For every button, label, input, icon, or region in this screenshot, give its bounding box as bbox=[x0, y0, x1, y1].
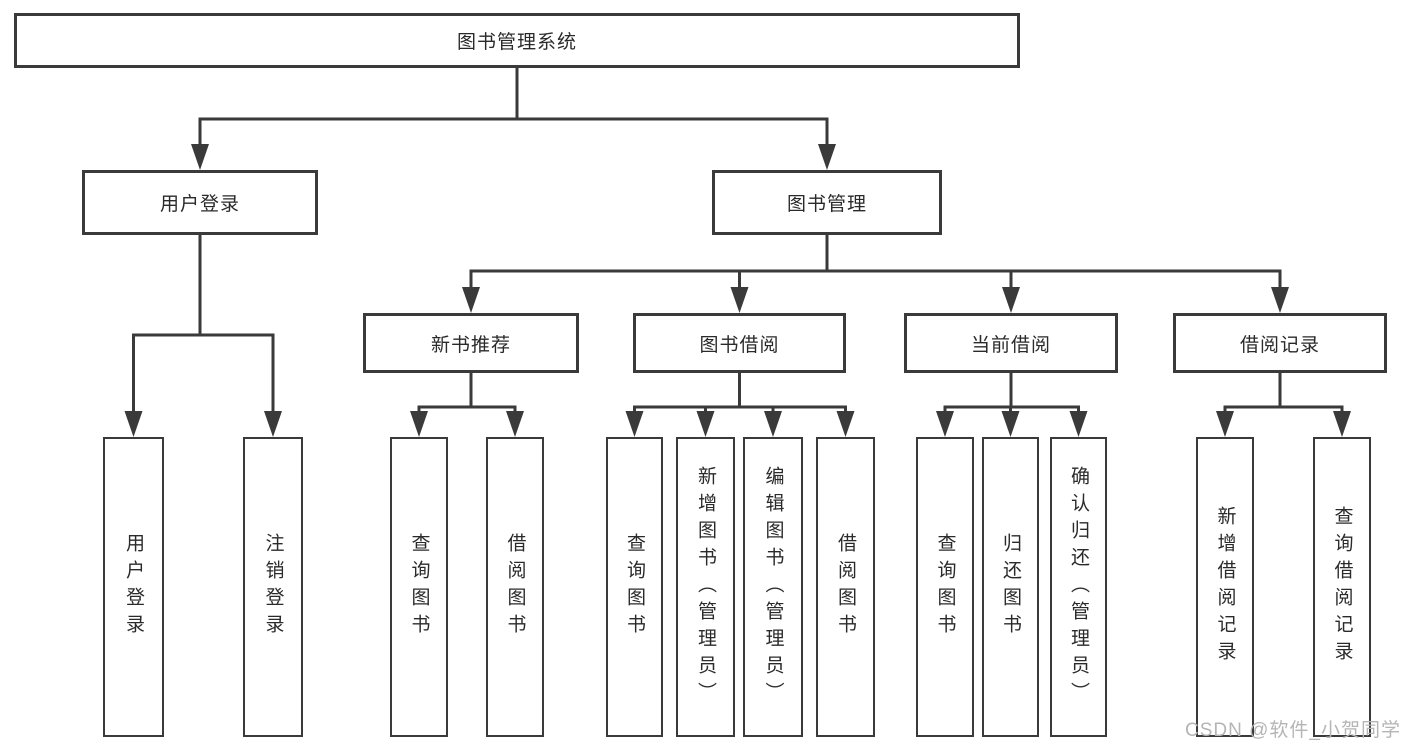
node-label: 归还图书 bbox=[1000, 533, 1021, 641]
node-leaf-logout: 注销登录 bbox=[243, 437, 303, 737]
node-borrow-record: 借阅记录 bbox=[1173, 313, 1387, 373]
node-label: 借阅图书 bbox=[835, 533, 856, 641]
node-label: 新增借阅记录 bbox=[1214, 506, 1236, 668]
node-label: 图书借阅 bbox=[699, 334, 780, 356]
node-leaf-add-borrow-record: 新增借阅记录 bbox=[1196, 437, 1254, 737]
watermark: CSDN @软件_小贺同学 bbox=[1185, 720, 1401, 741]
node-label: 借阅记录 bbox=[1239, 334, 1320, 356]
node-label: 用户登录 bbox=[123, 533, 144, 641]
node-label: 新书推荐 bbox=[430, 334, 511, 356]
node-label: 注销登录 bbox=[262, 533, 284, 641]
node-leaf-add-book: 新增图书（管理员） bbox=[676, 437, 735, 737]
node-leaf-borrow-book-2: 借阅图书 bbox=[816, 437, 875, 737]
node-label: 图书管理系统 bbox=[456, 32, 577, 53]
node-label: 用户登录 bbox=[159, 194, 240, 215]
node-leaf-user-login: 用户登录 bbox=[103, 437, 164, 737]
node-label: 查询借阅记录 bbox=[1331, 506, 1353, 668]
node-book-borrow: 图书借阅 bbox=[633, 313, 846, 373]
node-label: 查询图书 bbox=[934, 533, 956, 641]
node-label: 图书管理 bbox=[786, 194, 867, 215]
node-current-borrow: 当前借阅 bbox=[904, 313, 1118, 373]
node-leaf-query-book-3: 查询图书 bbox=[916, 437, 974, 737]
node-label: 借阅图书 bbox=[504, 533, 526, 641]
node-leaf-borrow-book-1: 借阅图书 bbox=[486, 437, 544, 737]
node-user-login: 用户登录 bbox=[82, 170, 318, 235]
node-leaf-query-borrow-record: 查询借阅记录 bbox=[1313, 437, 1371, 737]
node-label: 编辑图书（管理员） bbox=[762, 465, 784, 709]
node-leaf-return-book: 归还图书 bbox=[982, 437, 1039, 737]
node-leaf-query-book-2: 查询图书 bbox=[606, 437, 663, 737]
node-book-management: 图书管理 bbox=[712, 170, 942, 235]
node-leaf-edit-book: 编辑图书（管理员） bbox=[743, 437, 803, 737]
node-label: 新增图书（管理员） bbox=[695, 465, 716, 709]
node-leaf-query-book-1: 查询图书 bbox=[390, 437, 448, 737]
node-root: 图书管理系统 bbox=[14, 13, 1020, 68]
node-leaf-confirm-return: 确认归还（管理员） bbox=[1050, 437, 1107, 737]
node-label: 当前借阅 bbox=[970, 334, 1051, 356]
node-label: 查询图书 bbox=[408, 533, 430, 641]
node-new-book-recommend: 新书推荐 bbox=[363, 313, 579, 373]
node-label: 确认归还（管理员） bbox=[1068, 465, 1089, 709]
node-label: 查询图书 bbox=[624, 533, 645, 641]
